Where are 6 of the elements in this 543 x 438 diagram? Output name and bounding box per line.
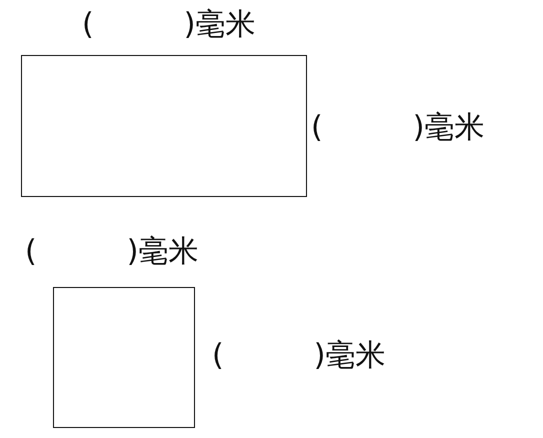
rectangle-shape — [53, 287, 195, 428]
dimension-label: ( )毫米 — [82, 10, 256, 40]
dimension-label: ( )毫米 — [212, 341, 386, 371]
rectangle-shape — [21, 55, 307, 197]
dimension-label: ( )毫米 — [311, 113, 484, 143]
dimension-label: ( )毫米 — [25, 237, 198, 267]
